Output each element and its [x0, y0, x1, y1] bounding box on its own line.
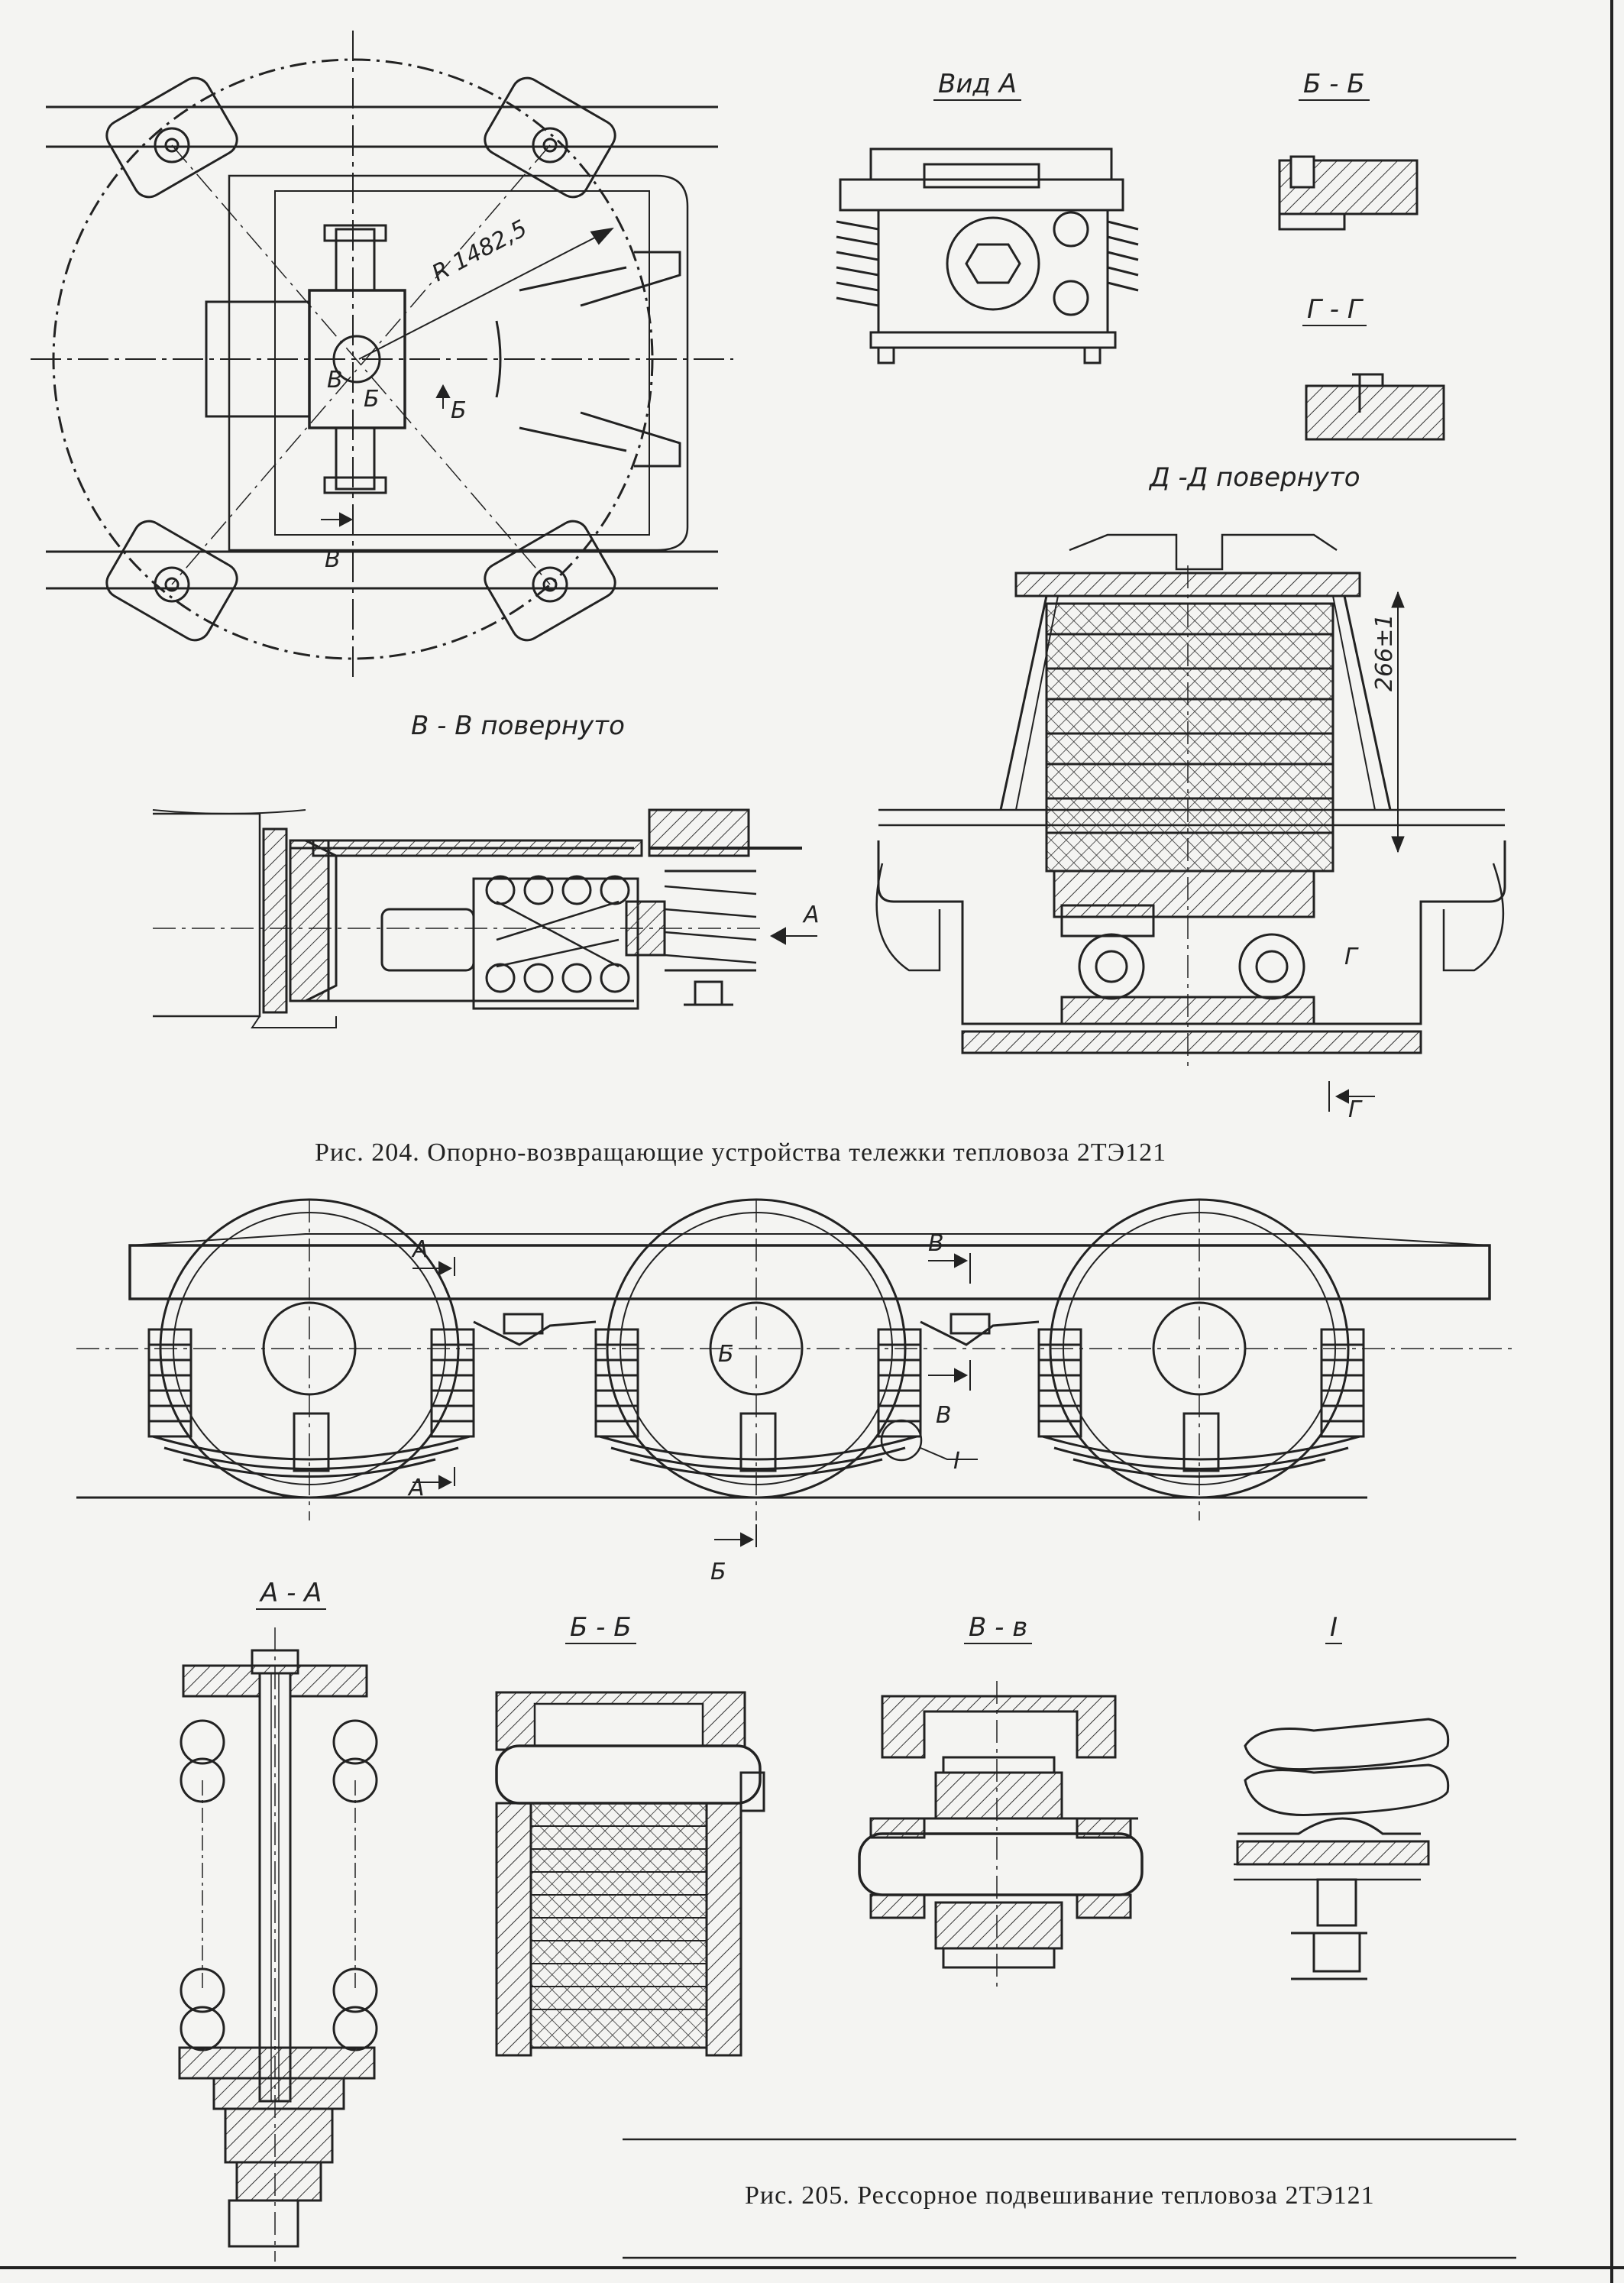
marker-v-pivot: В: [327, 367, 343, 393]
section-dd-title: Д -Д повернуто: [1150, 462, 1360, 493]
section-aa-drawing: [178, 1627, 378, 2262]
section-gg-title: Г - Г: [1302, 294, 1367, 326]
side-view-spring-suspension: [76, 1198, 1512, 1547]
marker-v-bottom: В: [936, 1402, 952, 1429]
section-aa-title: А - А: [256, 1578, 327, 1610]
section-vv-bottom-title: В - в: [964, 1612, 1033, 1644]
marker-g-arrow: Г: [1348, 1096, 1361, 1123]
figure-204-caption: Рис. 204. Опорно-возвращающие устройства…: [315, 1138, 1167, 1167]
section-vv-title: В - В повернуто: [411, 711, 625, 741]
marker-b-middle: Б: [718, 1341, 734, 1368]
section-bb-top-title: Б - Б: [1299, 69, 1370, 101]
marker-a-bottom: А: [409, 1475, 425, 1501]
detail-i-drawing: [1234, 1718, 1450, 1980]
marker-detail-i: I: [953, 1448, 960, 1475]
marker-g-section: Г: [1344, 944, 1357, 970]
marker-a-top: А: [412, 1236, 429, 1263]
section-bb-top-drawing: [1278, 155, 1419, 231]
marker-v-top: В: [928, 1230, 944, 1257]
section-bb-bottom-title: Б - Б: [565, 1612, 636, 1644]
view-a-drawing: [836, 147, 1139, 364]
section-bb-bottom-drawing: [495, 1691, 765, 2057]
marker-v-plan: В: [325, 546, 341, 573]
section-gg-drawing: [1305, 373, 1445, 441]
plan-view-bogie-support: [31, 31, 733, 680]
section-vv-bottom-drawing: [858, 1681, 1144, 1987]
height-dimension: 266±1: [1371, 614, 1398, 691]
marker-a-section: А: [804, 902, 820, 928]
marker-b-bottom: Б: [710, 1559, 726, 1585]
view-a-title: Вид А: [933, 69, 1021, 101]
detail-i-title: I: [1325, 1612, 1343, 1644]
caption-rules: [623, 2138, 1516, 2259]
section-dd-drawing: [875, 533, 1506, 1112]
figure-205-caption: Рис. 205. Рессорное подвешивание теплово…: [745, 2181, 1375, 2210]
marker-b-plan: Б: [451, 397, 467, 424]
section-vv-drawing: [152, 808, 817, 1028]
marker-b-pivot: Б: [364, 386, 380, 413]
